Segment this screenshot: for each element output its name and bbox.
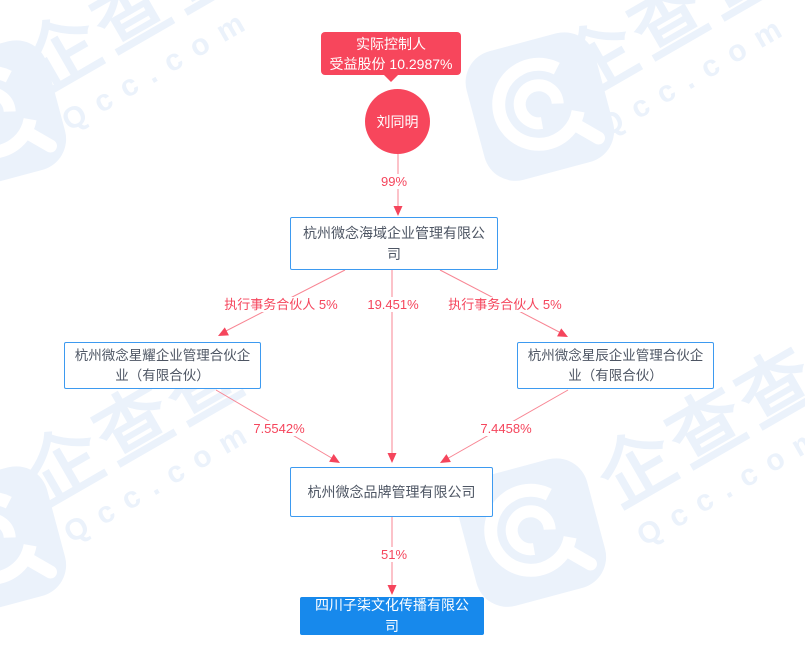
tooltip-line-2: 受益股份 10.2987% [329,55,453,72]
edge-label-holding-to-brand: 19.451% [364,297,422,312]
node-company-partner-left[interactable]: 杭州微念星耀企业管理合伙企业（有限合伙） [64,342,261,389]
tooltip-line-1: 实际控制人 [356,35,426,52]
edge-label-exec-partner-left: 执行事务合伙人 5% [221,297,341,312]
company-name: 杭州微念品牌管理有限公司 [307,483,476,500]
tooltip-pointer [384,75,398,82]
edge-label-brand-to-target: 51% [377,547,411,562]
actual-controller-tooltip: 实际控制人 受益股份 10.2987% [321,32,461,82]
company-name: 四川子柒文化传播有限公司 [315,597,469,634]
node-company-target[interactable]: 四川子柒文化传播有限公司 [300,597,484,635]
edge-label-person-to-holding: 99% [377,174,411,189]
node-company-holding[interactable]: 杭州微念海域企业管理有限公司 [290,217,498,270]
company-name: 杭州微念星耀企业管理合伙企业（有限合伙） [74,347,251,383]
node-person-controller[interactable]: 刘同明 [365,89,430,154]
edge-label-exec-partner-right: 执行事务合伙人 5% [445,297,565,312]
edge-label-partner-left-to-brand: 7.5542% [250,421,308,436]
edge-label-partner-right-to-brand: 7.4458% [477,421,535,436]
company-name: 杭州微念星辰企业管理合伙企业（有限合伙） [527,347,704,383]
node-company-partner-right[interactable]: 杭州微念星辰企业管理合伙企业（有限合伙） [517,342,714,389]
company-name: 杭州微念海域企业管理有限公司 [303,224,485,262]
person-name: 刘同明 [376,113,419,130]
node-company-brand[interactable]: 杭州微念品牌管理有限公司 [290,467,493,517]
